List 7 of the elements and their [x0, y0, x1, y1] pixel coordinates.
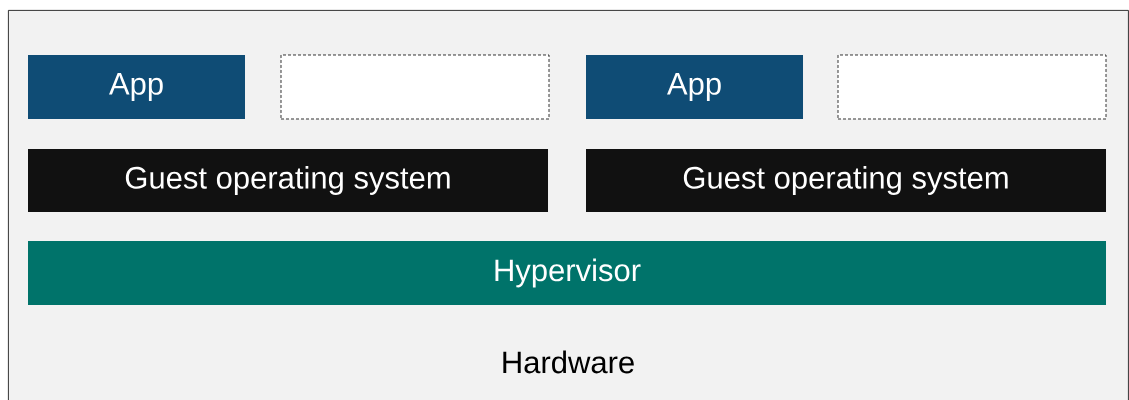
placeholder-box: [837, 54, 1107, 120]
placeholder-box: [280, 54, 550, 120]
guest-os-box: Guest operating system: [586, 149, 1106, 212]
hypervisor-box: Hypervisor: [28, 241, 1106, 305]
app-box: App: [28, 55, 245, 119]
guest-os-box: Guest operating system: [28, 149, 548, 212]
app-box: App: [586, 55, 803, 119]
